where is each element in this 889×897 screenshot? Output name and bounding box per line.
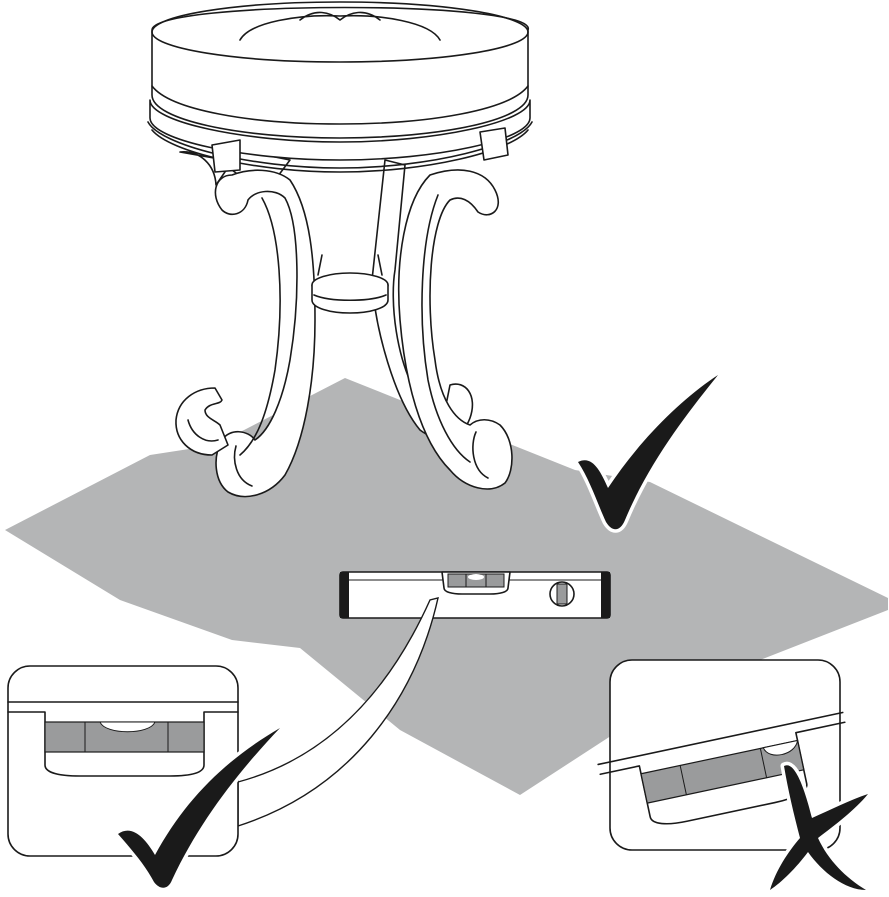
check-mark-icon bbox=[574, 371, 722, 533]
check-mark-icon bbox=[114, 724, 284, 892]
detail-correct-level bbox=[7, 665, 239, 857]
spirit-level bbox=[339, 571, 611, 619]
detail-vial-tilted bbox=[640, 739, 805, 804]
stool-foot-back-left bbox=[175, 387, 229, 456]
stool-back-leg-right bbox=[371, 159, 474, 440]
stool bbox=[147, 1, 533, 498]
stool-seat-cushion bbox=[151, 6, 529, 139]
detail-incorrect-level bbox=[597, 659, 846, 851]
stool-apron bbox=[149, 99, 531, 161]
cross-mark-icon bbox=[766, 761, 872, 894]
stool-leg-front-right bbox=[397, 169, 513, 490]
